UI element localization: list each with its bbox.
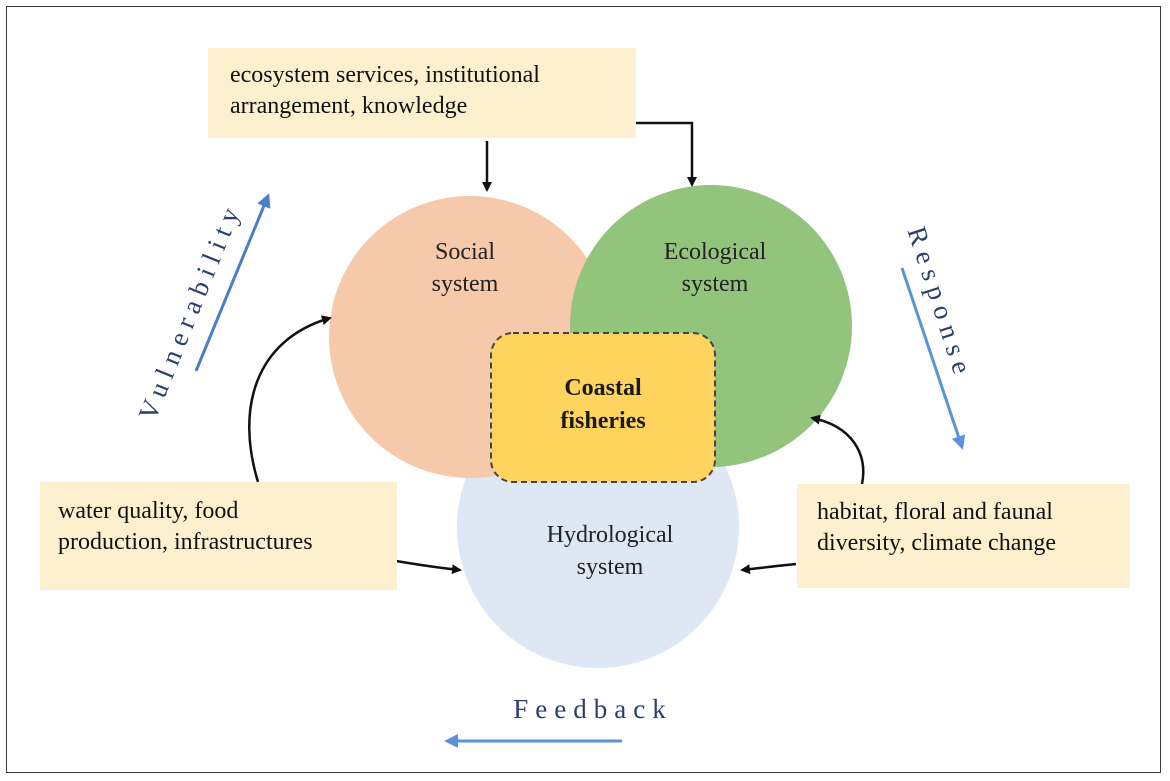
factor-box-top: ecosystem services, institutional arrang… [208,48,636,138]
right-to-ecological-arrow [810,414,865,485]
ecological-label-line-2: system [681,271,749,297]
ecological-label-line-1: Ecological [663,239,767,265]
center-label-line-1: Coastal [564,375,642,401]
factor-box-right: habitat, floral and faunal diversity, cl… [797,484,1130,588]
hydrological-system-label: Hydrological system [520,519,700,583]
factor-right-line-1: habitat, floral and faunal [817,499,1053,525]
factor-top-line-1: ecosystem services, institutional [230,62,540,88]
factor-box-left: water quality, food production, infrastr… [40,482,397,590]
ecological-system-label: Ecological system [630,236,800,300]
top-to-ecological-arrow [633,121,697,187]
coastal-fisheries-box [490,332,716,483]
hydrological-label-line-1: Hydrological [546,522,674,548]
social-system-label: Social system [400,236,530,300]
factor-left-line-1: water quality, food [58,498,239,524]
feedback-label: Feedback [513,694,673,724]
factor-top-line-2: arrangement, knowledge [230,93,468,119]
factor-right-line-2: diversity, climate change [817,530,1057,556]
social-label-line-1: Social [435,239,495,265]
left-to-hydrological-arrow [395,559,462,575]
factor-left-line-2: production, infrastructures [58,529,313,555]
social-label-line-2: system [431,271,499,297]
coastal-fisheries-label: Coastal fisheries [503,372,703,438]
response-arrow [900,267,966,450]
left-to-social-arrow [248,315,332,483]
vulnerability-arrow [194,193,271,372]
hydrological-label-line-2: system [576,554,644,580]
right-to-hydrological-arrow [740,562,797,575]
center-label-line-2: fisheries [560,408,646,434]
